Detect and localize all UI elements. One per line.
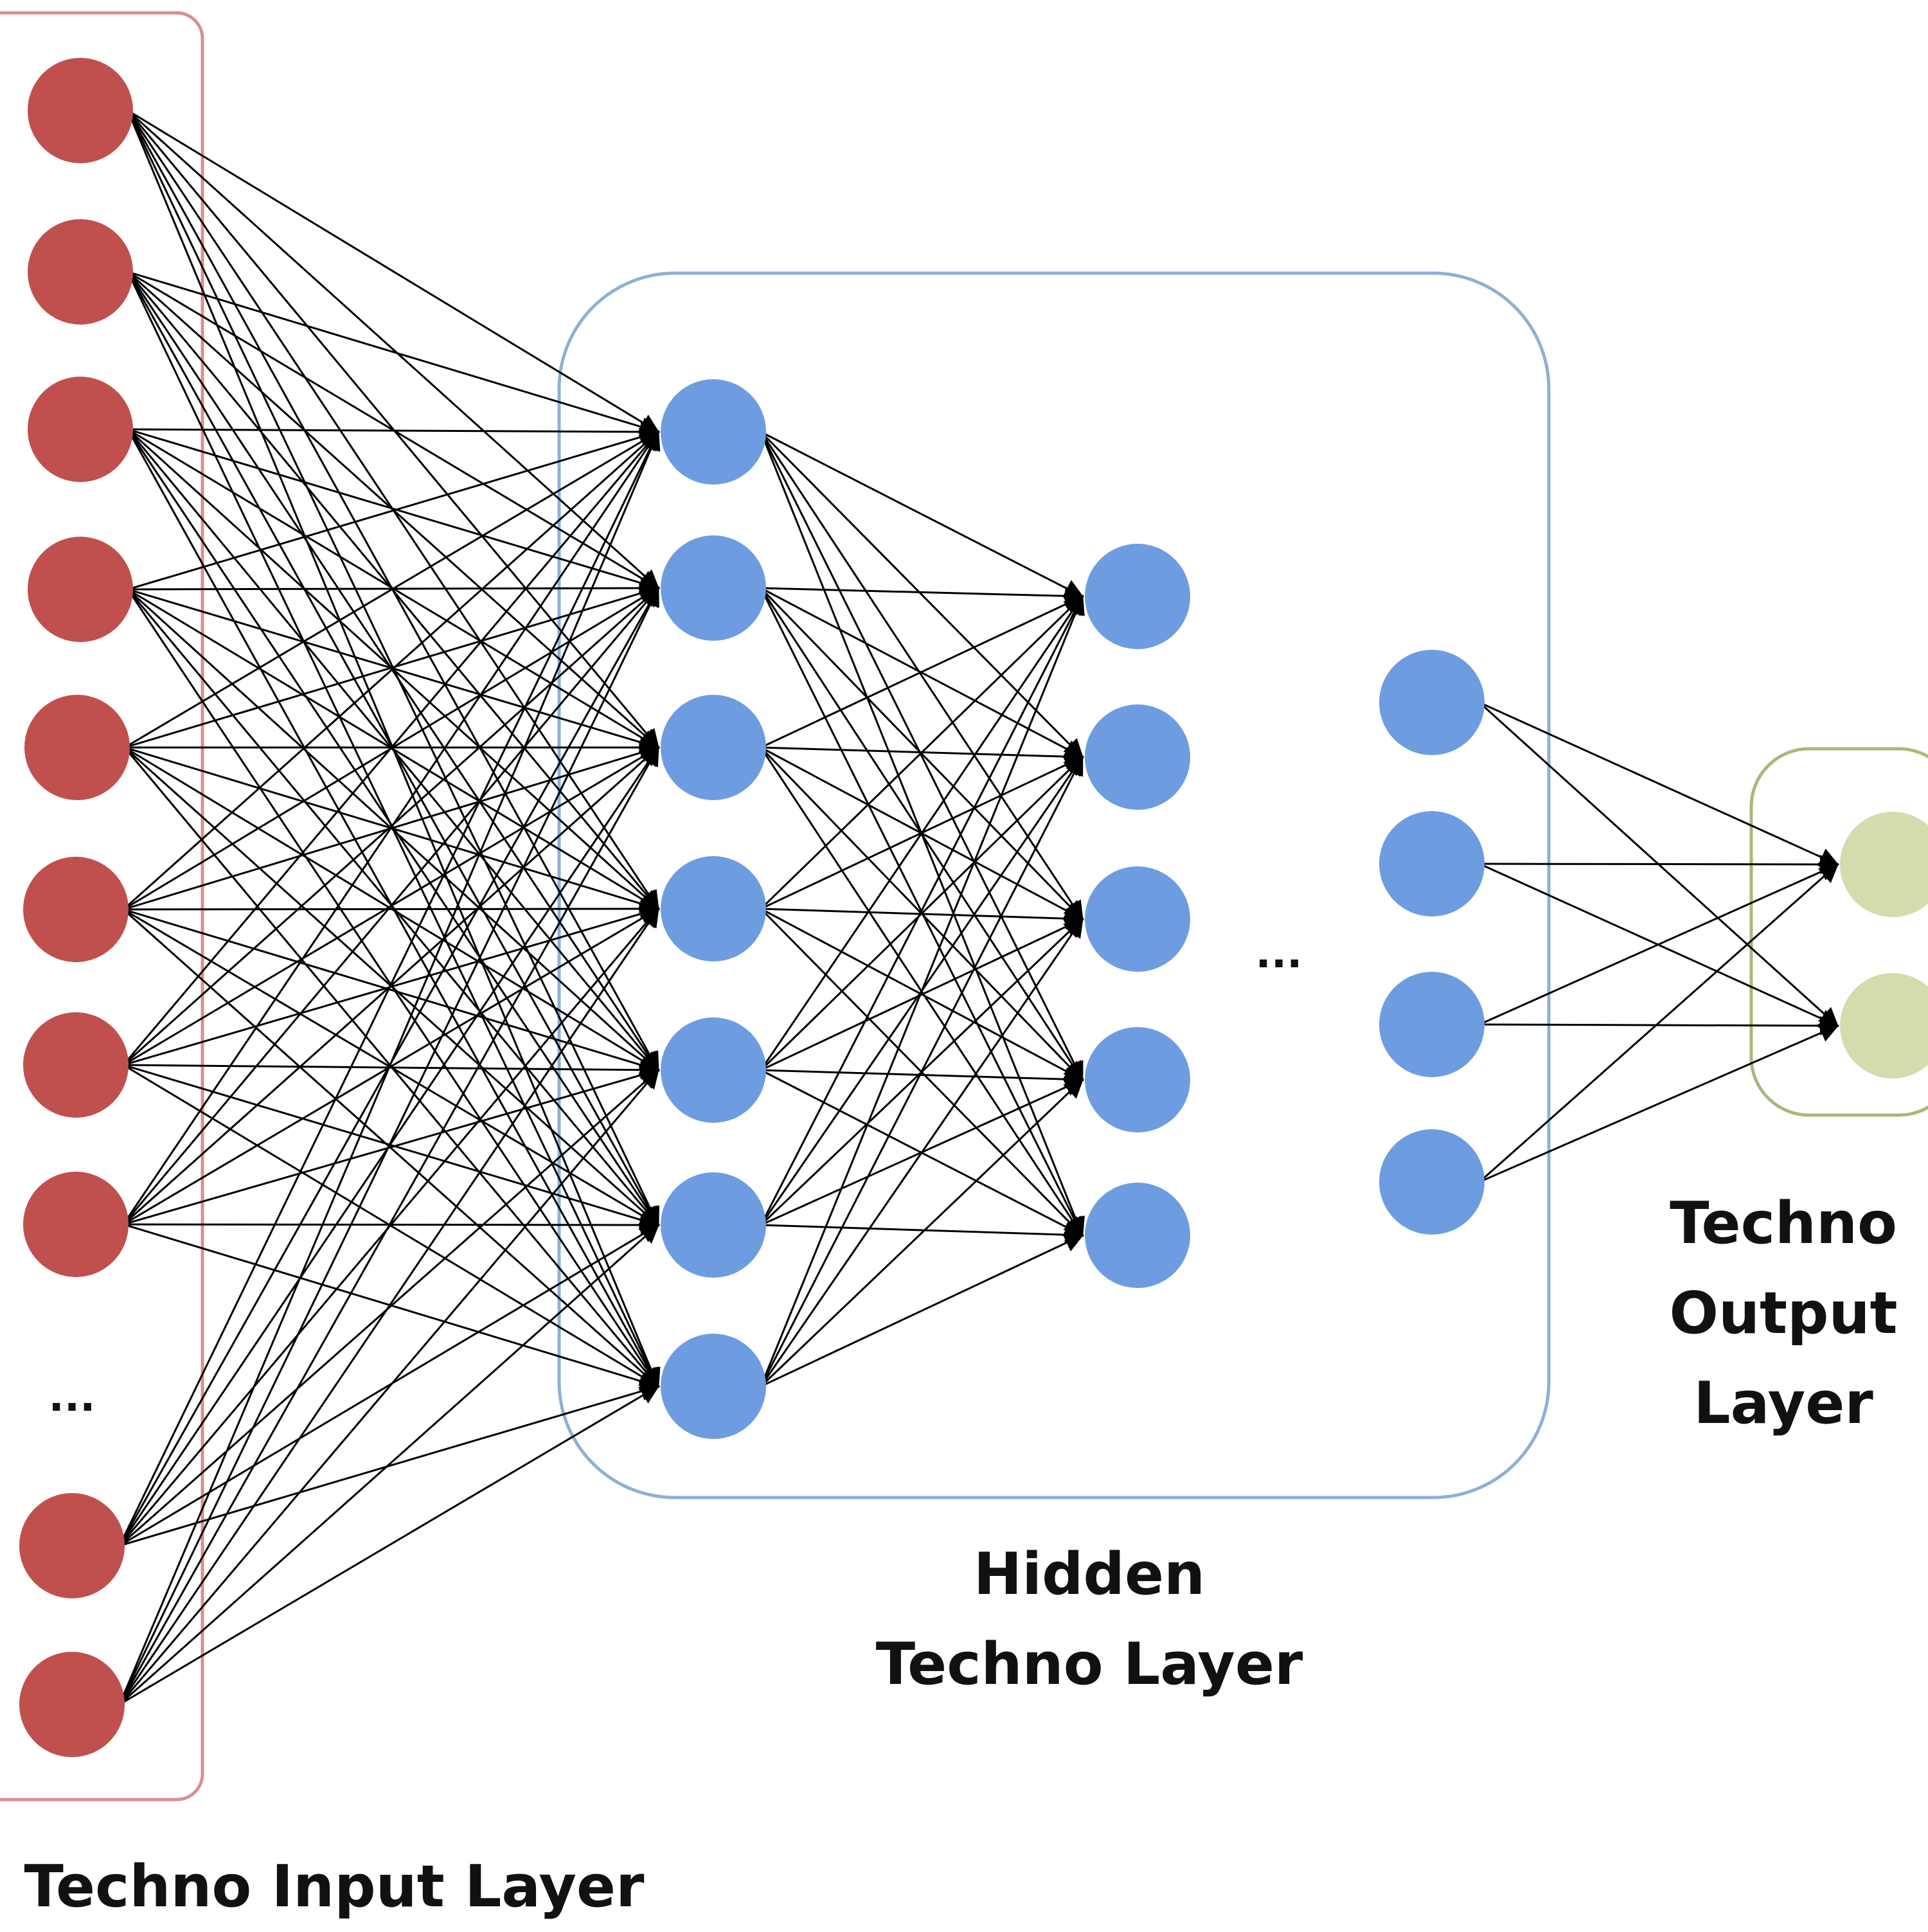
output-layer-label-line-3: Layer xyxy=(1693,1370,1873,1437)
input-neuron xyxy=(23,1012,129,1118)
input-neuron xyxy=(23,857,129,962)
input-layer-box xyxy=(0,11,204,1802)
hidden2-neuron xyxy=(1085,704,1190,810)
input-neuron xyxy=(28,58,133,163)
hidden3-to-output-edge xyxy=(1479,701,1839,866)
output-neuron xyxy=(1840,812,1928,917)
input-to-hidden1-edge xyxy=(127,588,660,910)
hidden1-neuron xyxy=(661,1334,766,1439)
hidden1-neuron xyxy=(661,695,766,800)
input-to-hidden1-edge xyxy=(119,1224,660,1706)
input-to-hidden1-edge xyxy=(123,908,660,1226)
input-to-hidden1-edge xyxy=(127,109,660,590)
input-neuron xyxy=(23,1172,129,1277)
hidden2-neuron xyxy=(1085,544,1190,649)
hidden3-neuron xyxy=(1379,811,1485,917)
input-to-hidden1-edge xyxy=(118,907,659,1705)
input-neuron xyxy=(24,695,130,800)
hidden1-to-hidden2-edge xyxy=(760,1078,1084,1388)
hidden1-to-hidden2-edge xyxy=(760,1069,1084,1089)
hidden-layer-label-line-2: Techno Layer xyxy=(875,1631,1303,1698)
hidden1-neuron xyxy=(661,1017,766,1123)
input-to-hidden1-edge xyxy=(127,271,659,1072)
hidden1-to-hidden2-edge xyxy=(760,1224,1084,1245)
hidden1-neuron xyxy=(661,535,766,641)
input-to-hidden1-edge xyxy=(118,746,659,1705)
input-to-hidden1-edge xyxy=(127,271,659,911)
input-to-hidden1-edge xyxy=(124,431,660,749)
hidden3-neuron xyxy=(1379,972,1485,1077)
input-to-hidden1-edge xyxy=(127,428,660,593)
input-to-hidden1-edge xyxy=(122,586,659,1225)
input-to-hidden1-edge xyxy=(118,1068,659,1705)
input-to-hidden1-edge xyxy=(118,430,661,1705)
input-to-hidden1-edge xyxy=(127,109,660,433)
hidden-layer-label: Hidden Techno Layer xyxy=(829,1530,1350,1710)
input-layer-label: Techno Input Layer xyxy=(0,1842,668,1932)
input-to-hidden1-edge xyxy=(118,430,659,1546)
output-layer-label-line-1: Techno xyxy=(1670,1190,1897,1257)
hidden2-neuron xyxy=(1085,1027,1190,1132)
hidden3-to-output-edge xyxy=(1479,1024,1839,1183)
hidden1-to-hidden2-edge xyxy=(760,595,1085,1387)
hidden1-to-hidden2-edge xyxy=(760,917,1084,1387)
hidden1-to-hidden2-edge xyxy=(760,755,1084,1387)
input-to-hidden1-edge xyxy=(127,589,659,1227)
hidden1-to-hidden2-edge xyxy=(760,431,1084,598)
hidden3-to-output-edge xyxy=(1479,863,1839,1026)
input-to-hidden1-edge xyxy=(127,427,660,591)
hidden-ellipsis: ... xyxy=(1256,930,1303,978)
hidden1-to-hidden2-edge xyxy=(760,586,1084,606)
hidden1-to-hidden2-edge xyxy=(760,595,1084,1071)
hidden1-to-hidden2-edge xyxy=(760,595,1084,749)
input-to-hidden1-edge xyxy=(119,1224,660,1547)
hidden1-to-hidden2-edge xyxy=(760,431,1084,921)
hidden3-neuron xyxy=(1379,650,1485,755)
hidden1-to-hidden2-edge xyxy=(760,755,1084,1071)
input-to-hidden1-edge xyxy=(127,271,660,436)
hidden3-to-output-edge xyxy=(1479,1015,1839,1035)
input-to-hidden1-edge xyxy=(119,1385,660,1706)
hidden1-to-hidden2-edge xyxy=(760,1233,1084,1388)
input-to-hidden1-edge xyxy=(127,422,660,442)
input-to-hidden1-edge xyxy=(118,586,659,1705)
hidden1-neuron xyxy=(661,379,766,485)
hidden2-neuron xyxy=(1085,866,1190,972)
neuron-nodes xyxy=(19,58,1928,1757)
input-layer-label-text: Techno Input Layer xyxy=(24,1853,645,1920)
input-to-hidden1-edge xyxy=(122,430,659,1225)
hidden1-to-hidden2-edge xyxy=(760,595,1084,910)
input-to-hidden1-edge xyxy=(122,430,659,1066)
hidden3-neuron xyxy=(1379,1129,1485,1235)
hidden1-to-hidden2-edge xyxy=(760,595,1084,1226)
hidden-layer-label-line-1: Hidden xyxy=(973,1541,1206,1608)
connection-edges xyxy=(118,109,1839,1706)
hidden1-to-hidden2-edge xyxy=(760,917,1084,1071)
input-to-hidden1-edge xyxy=(123,908,660,1075)
output-neuron xyxy=(1840,973,1928,1078)
hidden-layer-box xyxy=(557,271,1551,1499)
input-neuron xyxy=(19,1652,125,1757)
output-layer-label-line-2: Output xyxy=(1669,1280,1898,1347)
hidden2-neuron xyxy=(1085,1183,1190,1288)
input-neuron xyxy=(28,377,133,482)
output-layer-box xyxy=(1749,747,1928,1117)
input-neuron xyxy=(19,1493,125,1598)
input-neuron xyxy=(28,537,133,642)
hidden1-neuron xyxy=(661,856,766,962)
output-layer-label: Techno Output Layer xyxy=(1632,1179,1928,1449)
input-to-hidden1-edge xyxy=(123,431,660,911)
input-to-hidden1-edge xyxy=(127,588,660,1072)
hidden1-to-hidden2-edge xyxy=(760,431,1084,1082)
input-to-hidden1-edge xyxy=(123,1066,660,1226)
hidden3-to-output-edge xyxy=(1479,863,1839,1183)
hidden1-neuron xyxy=(661,1172,766,1278)
input-ellipsis: ... xyxy=(49,1373,96,1421)
input-neuron xyxy=(28,219,133,325)
